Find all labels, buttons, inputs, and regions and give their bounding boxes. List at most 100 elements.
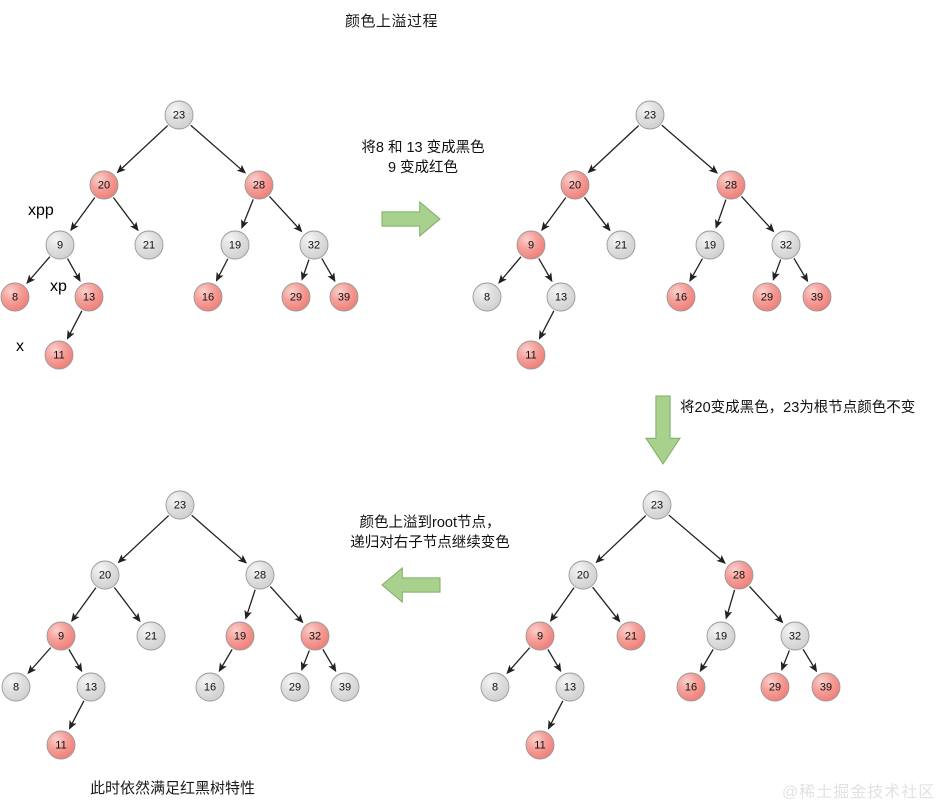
- node-circle-black: [780, 621, 810, 651]
- node-circle-black: [546, 282, 576, 312]
- node-circle-black: [480, 672, 510, 702]
- tree-edge: [321, 258, 336, 283]
- node-circle-red: [46, 730, 76, 760]
- tree-node: 21: [606, 230, 636, 260]
- tree-edge: [689, 258, 704, 282]
- tree-node: 16: [676, 672, 706, 702]
- tree-edge: [218, 649, 233, 673]
- tree-edge: [506, 647, 531, 675]
- step-label-line: 9 变成红色: [387, 160, 459, 176]
- pointer-marker-x: x: [16, 338, 24, 355]
- tree-edge: [241, 199, 254, 230]
- tree-node: 28: [724, 560, 754, 590]
- tree-edge: [772, 259, 782, 281]
- tree-node: 8: [472, 282, 502, 312]
- tree-edge: [498, 256, 522, 284]
- tree-node: 20: [90, 560, 120, 590]
- tree-edge: [244, 589, 256, 620]
- tree-node: 21: [616, 621, 646, 651]
- node-circle-black: [76, 672, 106, 702]
- tree-edge: [26, 256, 51, 284]
- tree-node: 19: [695, 230, 725, 260]
- node-circle-red: [525, 730, 555, 760]
- node-circle-red: [516, 230, 546, 260]
- watermark-label: @稀土掘金技术社区: [782, 784, 936, 801]
- step-arrow-down-icon: [645, 395, 681, 465]
- tree-node: 11: [44, 340, 74, 370]
- step-label-line: 颜色上溢到root节点，: [359, 515, 501, 531]
- step-arrow-right-icon: [381, 200, 441, 238]
- tree-node: 39: [811, 672, 841, 702]
- node-circle-black: [90, 560, 120, 590]
- node-circle-black: [165, 490, 195, 520]
- node-circle-red: [676, 672, 706, 702]
- tree-node: 28: [716, 170, 746, 200]
- tree-edge: [549, 587, 575, 622]
- tree-edge: [547, 700, 564, 730]
- tree-node: 21: [136, 621, 166, 651]
- node-circle-red: [560, 170, 590, 200]
- node-circle-red: [193, 282, 223, 312]
- tree-edge: [749, 585, 784, 624]
- node-circle-black: [164, 100, 194, 130]
- tree-edge: [541, 197, 567, 232]
- node-circle-black: [245, 560, 275, 590]
- tree-node: 8: [0, 282, 30, 312]
- node-circle-black: [45, 230, 75, 260]
- tree-edge: [300, 259, 310, 281]
- tree-node: 8: [480, 672, 510, 702]
- tree-node: 11: [516, 340, 546, 370]
- tree-edge: [793, 257, 809, 283]
- step-label-line: 递归对右子节点继续变色: [350, 535, 510, 551]
- tree-edge: [724, 589, 736, 620]
- node-circle-red: [666, 282, 696, 312]
- step-arrows-layer: [381, 200, 681, 604]
- tree-edge: [547, 649, 562, 673]
- tree-edges-layer: [26, 124, 818, 730]
- tree-node: 9: [45, 230, 75, 260]
- tree-node: 13: [546, 282, 576, 312]
- tree-edge: [780, 650, 790, 671]
- tree-edge: [68, 649, 83, 673]
- node-circle-red: [525, 621, 555, 651]
- node-circle-black: [134, 230, 164, 260]
- node-circle-black: [642, 490, 672, 520]
- tree-node: 32: [300, 621, 330, 651]
- node-circle-black: [195, 672, 225, 702]
- tree-edge: [583, 196, 611, 232]
- tree-edge: [70, 197, 96, 232]
- pointer-marker-xpp: xpp: [28, 202, 54, 219]
- node-circle-red: [0, 282, 30, 312]
- node-circle-red: [811, 672, 841, 702]
- node-circle-black: [695, 230, 725, 260]
- tree-node: 23: [635, 100, 665, 130]
- tree-node: 11: [46, 730, 76, 760]
- tree-edge: [66, 310, 83, 340]
- tree-node: 28: [244, 170, 274, 200]
- node-circle-black: [299, 230, 329, 260]
- bottom-caption: 此时依然满足红黑树特性: [90, 780, 256, 797]
- node-circle-red: [329, 282, 359, 312]
- node-circle-black: [635, 100, 665, 130]
- tree-edge: [699, 649, 714, 673]
- node-circle-red: [44, 340, 74, 370]
- node-circle-red: [752, 282, 782, 312]
- tree-edge: [112, 197, 139, 232]
- node-circle-red: [89, 170, 119, 200]
- tree-node: 20: [560, 170, 590, 200]
- node-circle-red: [760, 672, 790, 702]
- step-3-label: 颜色上溢到root节点， 递归对右子节点继续变色: [340, 513, 520, 553]
- tree-node: 20: [568, 560, 598, 590]
- node-circle-black: [136, 621, 166, 651]
- tree-node: 8: [1, 672, 31, 702]
- tree-edge: [740, 195, 775, 233]
- tree-edge: [300, 650, 310, 671]
- tree-edge: [592, 586, 621, 623]
- node-circle-red: [225, 621, 255, 651]
- node-circle-red: [802, 282, 832, 312]
- pointer-marker-xp: xp: [50, 278, 67, 295]
- tree-edge: [68, 700, 85, 730]
